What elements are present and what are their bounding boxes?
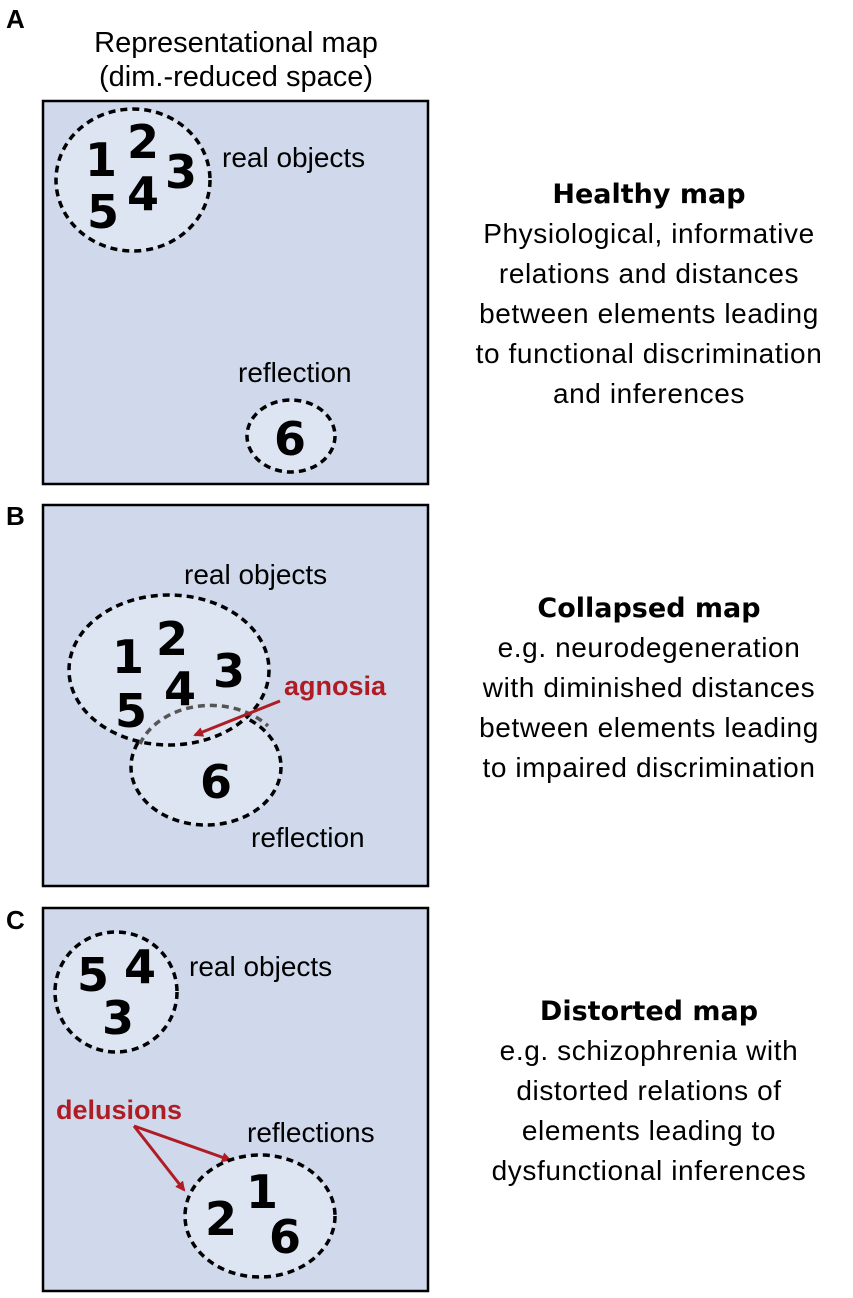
- panel-b-real-objects-label: real objects: [184, 559, 327, 590]
- panel-a-reflection-cluster: [245, 398, 337, 474]
- panel-a-description-line-5: and inferences: [553, 378, 745, 409]
- panel-c-description-line-3: elements leading to: [522, 1115, 776, 1146]
- panel-c-number-4: 4: [124, 940, 156, 994]
- panel-b-description-line-2: with diminished distances: [482, 672, 816, 703]
- panel-c-number-5: 5: [77, 948, 109, 1002]
- panel-c-delusions-arrow-2: [132, 1125, 186, 1192]
- panel-a-number-4: 4: [127, 167, 159, 221]
- panel-b-number-3: 3: [213, 644, 245, 698]
- map-title-line-2: (dim.-reduced space): [99, 61, 373, 93]
- panel-b-number-5: 5: [115, 684, 147, 738]
- panel-c-number-3: 3: [102, 991, 134, 1045]
- panel-b-real-objects-cluster: [67, 593, 271, 747]
- panel-a-description-line-3: between elements leading: [479, 298, 819, 329]
- panel-a-description-title: Healthy map: [552, 179, 745, 210]
- panel-b-number-2: 2: [156, 612, 188, 666]
- panel-c-letter: C: [6, 905, 25, 935]
- panel-a-number-2: 2: [127, 115, 159, 169]
- panel-c-real-objects-cluster: [53, 930, 179, 1054]
- panel-c-description-line-1: e.g. schizophrenia with: [500, 1035, 799, 1066]
- panel-a-number-3: 3: [165, 145, 197, 199]
- panel-a-description-line-1: Physiological, informative: [483, 218, 815, 249]
- panel-b-number-6: 6: [200, 755, 232, 809]
- panel-b-description-title: Collapsed map: [537, 593, 760, 624]
- panel-a-letter: A: [6, 4, 25, 34]
- panel-a-number-6: 6: [274, 412, 306, 466]
- panel-b-number-4: 4: [164, 662, 196, 716]
- panel-c-description-line-4: dysfunctional inferences: [492, 1155, 807, 1186]
- panel-c-reflection-cluster: [183, 1153, 337, 1279]
- panel-c-number-6: 6: [269, 1210, 301, 1264]
- map-title-line-1: Representational map: [94, 27, 378, 59]
- panel-a-reflection-label: reflection: [238, 357, 352, 388]
- panel-b-reflection-label: reflection: [251, 822, 365, 853]
- panel-b-number-1: 1: [112, 630, 144, 684]
- panel-b-agnosia-arrow: [193, 699, 281, 737]
- panel-b-agnosia-label: agnosia: [284, 671, 387, 701]
- panel-c-delusions-arrow-1: [133, 1124, 232, 1163]
- panel-c-number-2: 2: [205, 1192, 237, 1246]
- panel-b-overlap-edge: [138, 703, 270, 745]
- panel-a-description-line-2: relations and distances: [499, 258, 799, 289]
- panel-c-number-1: 1: [246, 1165, 278, 1219]
- panel-b-description-line-3: between elements leading: [479, 712, 819, 743]
- panel-a-number-1: 1: [85, 133, 117, 187]
- panel-a-number-5: 5: [87, 185, 119, 239]
- panel-c-description-line-2: distorted relations of: [516, 1075, 781, 1106]
- panel-b-description-line-1: e.g. neurodegeneration: [498, 632, 801, 663]
- panel-b-letter: B: [6, 501, 25, 531]
- panel-a-real-objects-label: real objects: [222, 142, 365, 173]
- panel-c-reflection-label: reflections: [247, 1117, 375, 1148]
- panel-a-real-objects-cluster: [54, 107, 212, 253]
- panel-b-description-line-4: to impaired discrimination: [482, 752, 815, 783]
- panel-a-description-line-4: to functional discrimination: [476, 338, 823, 369]
- panel-c-description-title: Distorted map: [540, 996, 758, 1027]
- panel-c-delusions-label: delusions: [56, 1095, 182, 1125]
- panel-c-real-objects-label: real objects: [189, 951, 332, 982]
